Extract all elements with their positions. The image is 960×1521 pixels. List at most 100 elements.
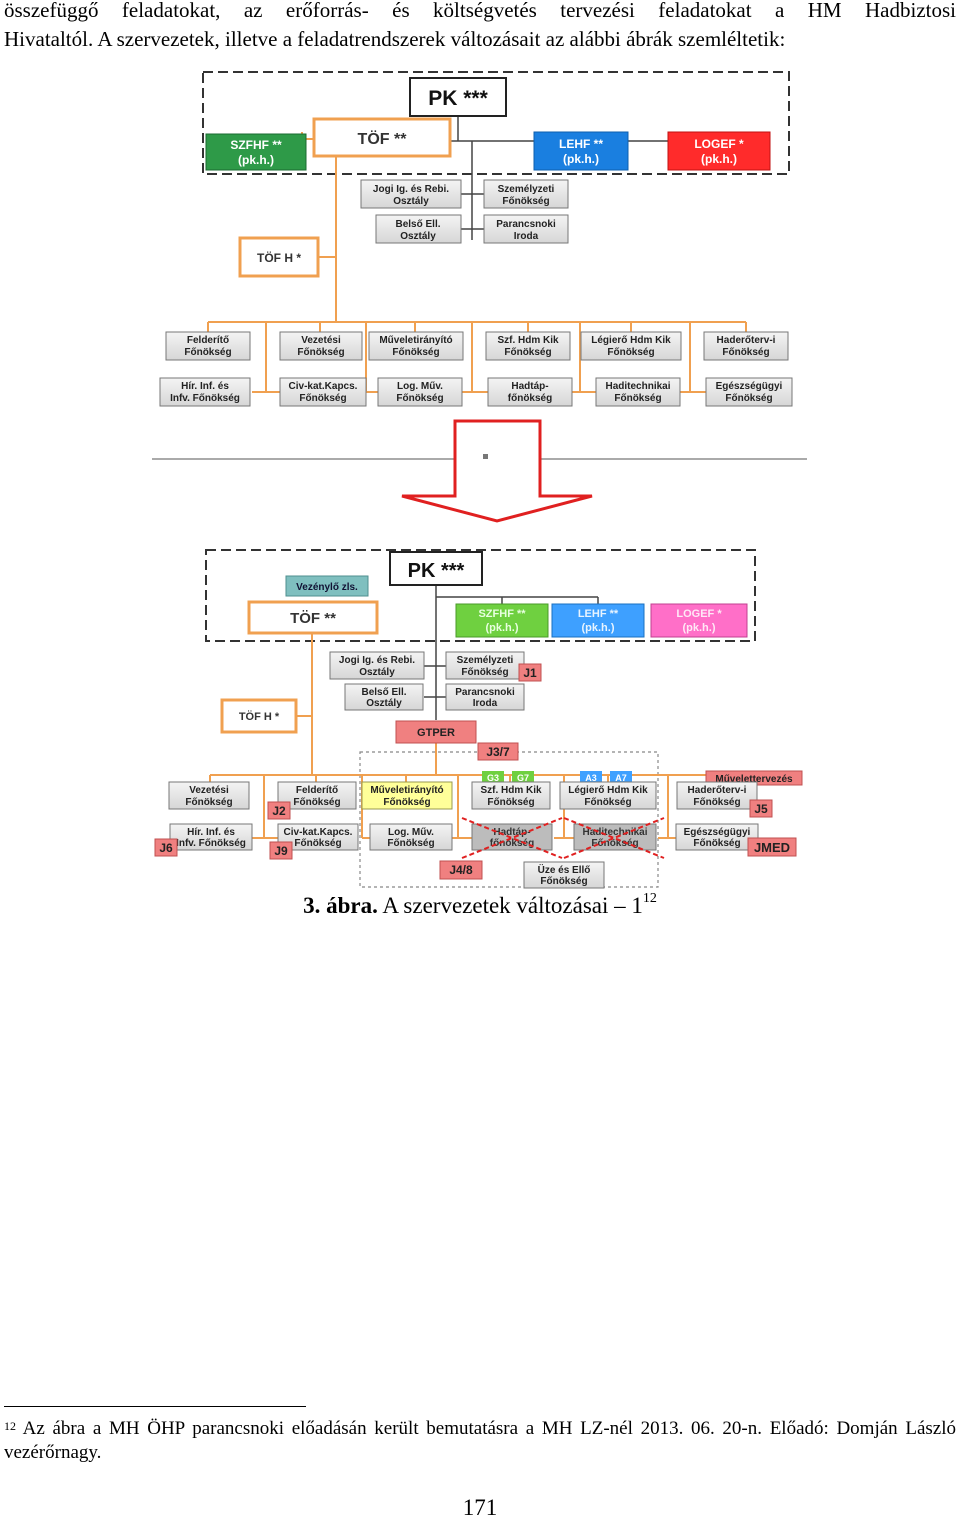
j9-label: J9 <box>274 844 288 858</box>
command-frame-after <box>205 549 756 642</box>
j9-badge <box>269 841 293 860</box>
pk-box <box>409 77 507 117</box>
g7-badge <box>512 771 534 783</box>
szfhdm-box-after <box>471 781 551 810</box>
j2-label: J2 <box>272 804 286 818</box>
jmed-badge <box>747 837 797 857</box>
g3-badge <box>482 771 504 783</box>
felderito-sub-after: Főnökség <box>293 797 340 808</box>
hadtap-label-after: Hadtáp- <box>493 827 530 838</box>
muveletir-sub: Főnökség <box>392 347 439 358</box>
j1-badge <box>518 663 542 682</box>
hirinf-box <box>159 377 251 407</box>
logmuv-sub-after: Főnökség <box>387 838 434 849</box>
j48-badge <box>439 860 483 880</box>
belso-sub: Osztály <box>400 231 436 242</box>
logmuv-label: Log. Műv. <box>397 381 443 392</box>
jogi-box-after <box>329 651 425 680</box>
legiero-sub-after: Főnökség <box>584 797 631 808</box>
hadtap-box <box>487 377 573 407</box>
tof-box-after <box>247 600 379 635</box>
jmed-label: JMED <box>754 840 790 855</box>
footnote-separator <box>4 1406 306 1407</box>
vezetesi-label-after: Vezetési <box>189 785 229 796</box>
civkat-sub-after: Főnökség <box>294 838 341 849</box>
jogi-box <box>360 179 462 209</box>
gtper-label: GTPER <box>417 727 455 739</box>
hadtap-sub-after: főnökség <box>490 838 534 849</box>
haditech-sub: Főnökség <box>614 393 661 404</box>
a7-label: A7 <box>615 773 627 783</box>
paragraph-line-2: Hivataltól. A szervezetek, illetve a fel… <box>4 27 786 51</box>
body-paragraph: összefüggő feladatokat, az erőforrás- és… <box>4 0 956 54</box>
muvelettervezes-label: Művelettervezés <box>715 774 793 785</box>
legiero-label: Légierő Hdm Kik <box>591 335 671 346</box>
connector-lines-after <box>424 584 599 720</box>
egeszseg-sub-after: Főnökség <box>693 838 740 849</box>
civkat-sub: Főnökség <box>299 393 346 404</box>
szfhf-label: SZFHF ** <box>230 138 282 152</box>
szfhdm-label: Szf. Hdm Kik <box>497 335 559 346</box>
szfhdm-box <box>485 331 571 361</box>
haderoterv-sub-after: Főnökség <box>693 797 740 808</box>
caption-footnote-ref: 12 <box>642 891 657 906</box>
parancs-sub: Iroda <box>514 231 539 242</box>
haditech-sub-after: Főnökség <box>591 838 638 849</box>
felderito-label: Felderítő <box>187 335 229 346</box>
lehf-sub: (pk.h.) <box>563 152 599 166</box>
muveletir-sub-after: Főnökség <box>383 797 430 808</box>
j37-badge <box>477 742 519 761</box>
szfhf-box-after <box>455 603 549 638</box>
hadtap-label: Hadtáp- <box>511 381 548 392</box>
haditech-box <box>595 377 681 407</box>
belso-sub-after: Osztály <box>366 698 402 709</box>
szemely-label-after: Személyzeti <box>457 655 514 666</box>
haditech-cross <box>563 817 665 859</box>
szemely-label: Személyzeti <box>498 184 555 195</box>
egeszseg-label-after: Egészségügyi <box>684 827 751 838</box>
logef-label-after: LOGEF * <box>676 608 722 620</box>
egeszseg-box <box>705 377 793 407</box>
tofh-box <box>238 236 320 278</box>
lehf-label-after: LEHF ** <box>578 608 619 620</box>
orange-lines-after <box>209 632 721 839</box>
tofh-label-after: TÖF H * <box>239 710 280 723</box>
footnote-text: Az ábra a MH ÖHP parancsnoki előadásán k… <box>4 1418 956 1463</box>
footnote: 12 Az ábra a MH ÖHP parancsnoki előadásá… <box>4 1417 956 1465</box>
pk-label-after: PK *** <box>408 560 465 582</box>
logef-sub: (pk.h.) <box>701 152 737 166</box>
pk-box-after <box>389 551 483 586</box>
szfhf-sub-after: (pk.h.) <box>486 622 519 634</box>
org-chart-after: PK *** Vezénylő zls. TÖF ** SZFHF ** (pk… <box>154 549 803 889</box>
haditech-label: Haditechnikai <box>605 381 670 392</box>
logmuv-box-after <box>369 823 453 851</box>
caption-text: A szervezetek változásai – 1 <box>377 893 643 918</box>
figure-caption: 3. ábra. A szervezetek változásai – 112 <box>0 891 960 919</box>
gtper-box <box>395 720 477 744</box>
down-arrow <box>401 419 593 523</box>
haderoterv-box <box>703 331 789 361</box>
muveletir-label-after: Műveletirányító <box>370 785 443 796</box>
j2-badge <box>267 801 291 820</box>
szfhf-box <box>205 133 307 171</box>
g3-label: G3 <box>487 773 499 783</box>
logef-box <box>667 131 771 171</box>
parancs-label: Parancsnoki <box>496 219 556 230</box>
felderito-box <box>165 331 251 361</box>
j48-label: J4/8 <box>449 863 473 877</box>
pk-label: PK *** <box>428 87 488 110</box>
legiero-box-after <box>559 781 657 810</box>
uze-box <box>523 861 605 889</box>
j6-badge <box>154 838 178 857</box>
top-row2: Hír. Inf. és Infv. Főnökség Civ-kat.Kapc… <box>159 377 793 407</box>
felderito-sub: Főnökség <box>184 347 231 358</box>
civkat-label-after: Civ-kat.Kapcs. <box>284 827 353 838</box>
j6-label: J6 <box>159 841 173 855</box>
haderoterv-box-after <box>676 781 758 810</box>
hadtap-sub: főnökség <box>508 393 552 404</box>
lehf-label: LEHF ** <box>559 137 603 151</box>
szfhdm-label-after: Szf. Hdm Kik <box>480 785 542 796</box>
legiero-label-after: Légierő Hdm Kik <box>568 785 648 796</box>
legiero-sub: Főnökség <box>607 347 654 358</box>
egeszseg-sub: Főnökség <box>725 393 772 404</box>
